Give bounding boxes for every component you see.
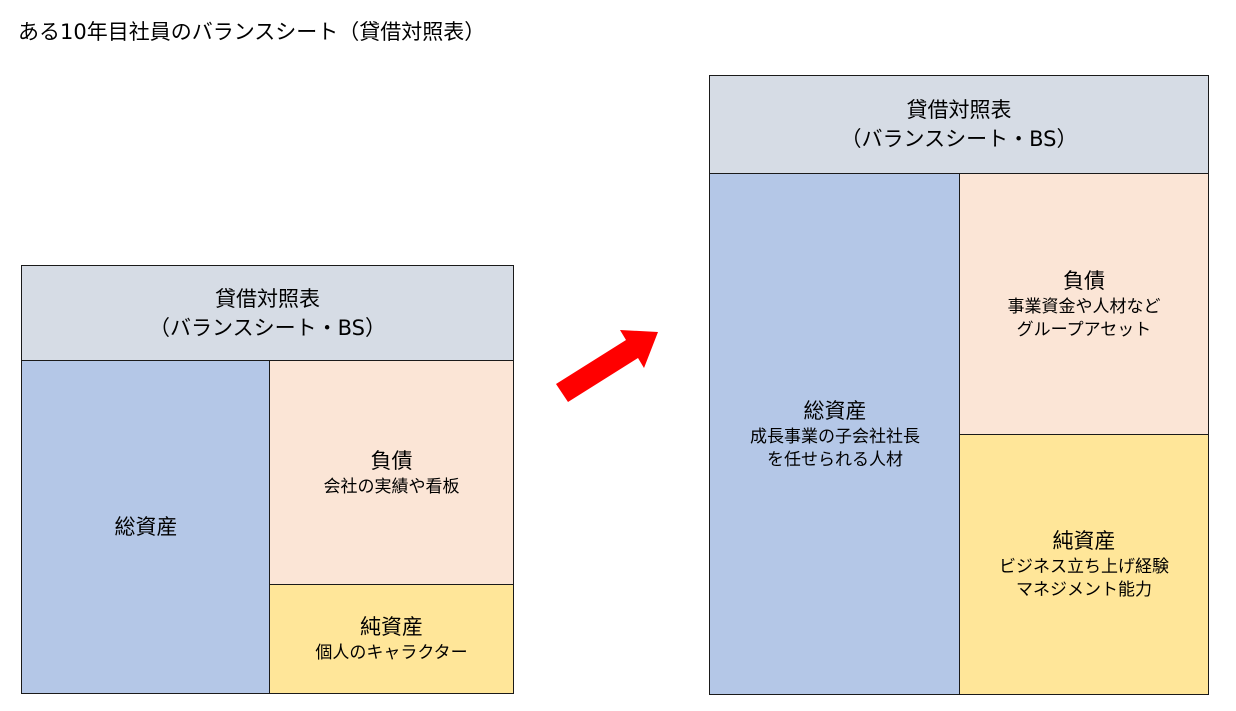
equity-desc-line2: マネジメント能力	[1016, 580, 1152, 600]
assets-desc-line1: 成長事業の子会社社長	[750, 426, 920, 447]
assets-desc-line2: を任せられる人材	[767, 449, 903, 470]
assets-title: 総資産	[803, 398, 867, 423]
bs-header-title: 貸借対照表	[215, 286, 320, 311]
equity-title: 純資産	[1052, 529, 1116, 553]
bs-header-subtitle: （バランスシート・BS）	[840, 127, 1078, 151]
equity-desc: 個人のキャラクター	[315, 643, 468, 663]
liabilities-desc: 会社の実績や看板	[323, 477, 460, 497]
assets-block: 総資産	[21, 360, 271, 694]
assets-block: 総資産 成長事業の子会社社長 を任せられる人材	[709, 173, 961, 695]
bs-header-title: 貸借対照表	[906, 98, 1012, 122]
bs-header: 貸借対照表 （バランスシート・BS）	[21, 265, 514, 362]
equity-title: 純資産	[360, 615, 423, 639]
liabilities-block: 負債 事業資金や人材など グループアセット	[959, 173, 1209, 436]
red-arrow-up-right-icon	[556, 330, 658, 402]
liabilities-desc-line1: 事業資金や人材など	[1007, 297, 1161, 317]
liabilities-block: 負債 会社の実績や看板	[269, 360, 514, 586]
equity-block: 純資産 個人のキャラクター	[269, 584, 514, 694]
bs-header: 貸借対照表 （バランスシート・BS）	[709, 75, 1209, 175]
page-title: ある10年目社員のバランスシート（貸借対照表）	[18, 20, 486, 44]
equity-desc-line1: ビジネス立ち上げ経験	[999, 557, 1169, 577]
equity-block: 純資産 ビジネス立ち上げ経験 マネジメント能力	[959, 434, 1209, 695]
bs-header-subtitle: （バランスシート・BS）	[149, 315, 386, 340]
assets-title: 総資産	[114, 514, 178, 539]
liabilities-title: 負債	[370, 449, 413, 473]
liabilities-title: 負債	[1063, 269, 1105, 293]
liabilities-desc-line2: グループアセット	[1016, 320, 1152, 340]
